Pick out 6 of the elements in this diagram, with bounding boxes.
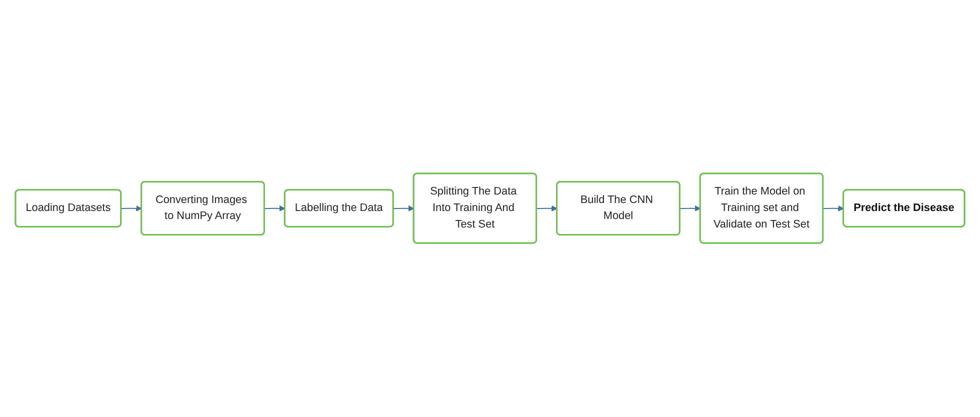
arrow [823, 206, 844, 212]
arrow [393, 206, 414, 212]
arrow [121, 206, 142, 212]
arrow [536, 206, 558, 212]
arrow [680, 206, 701, 212]
arrow [264, 206, 286, 212]
